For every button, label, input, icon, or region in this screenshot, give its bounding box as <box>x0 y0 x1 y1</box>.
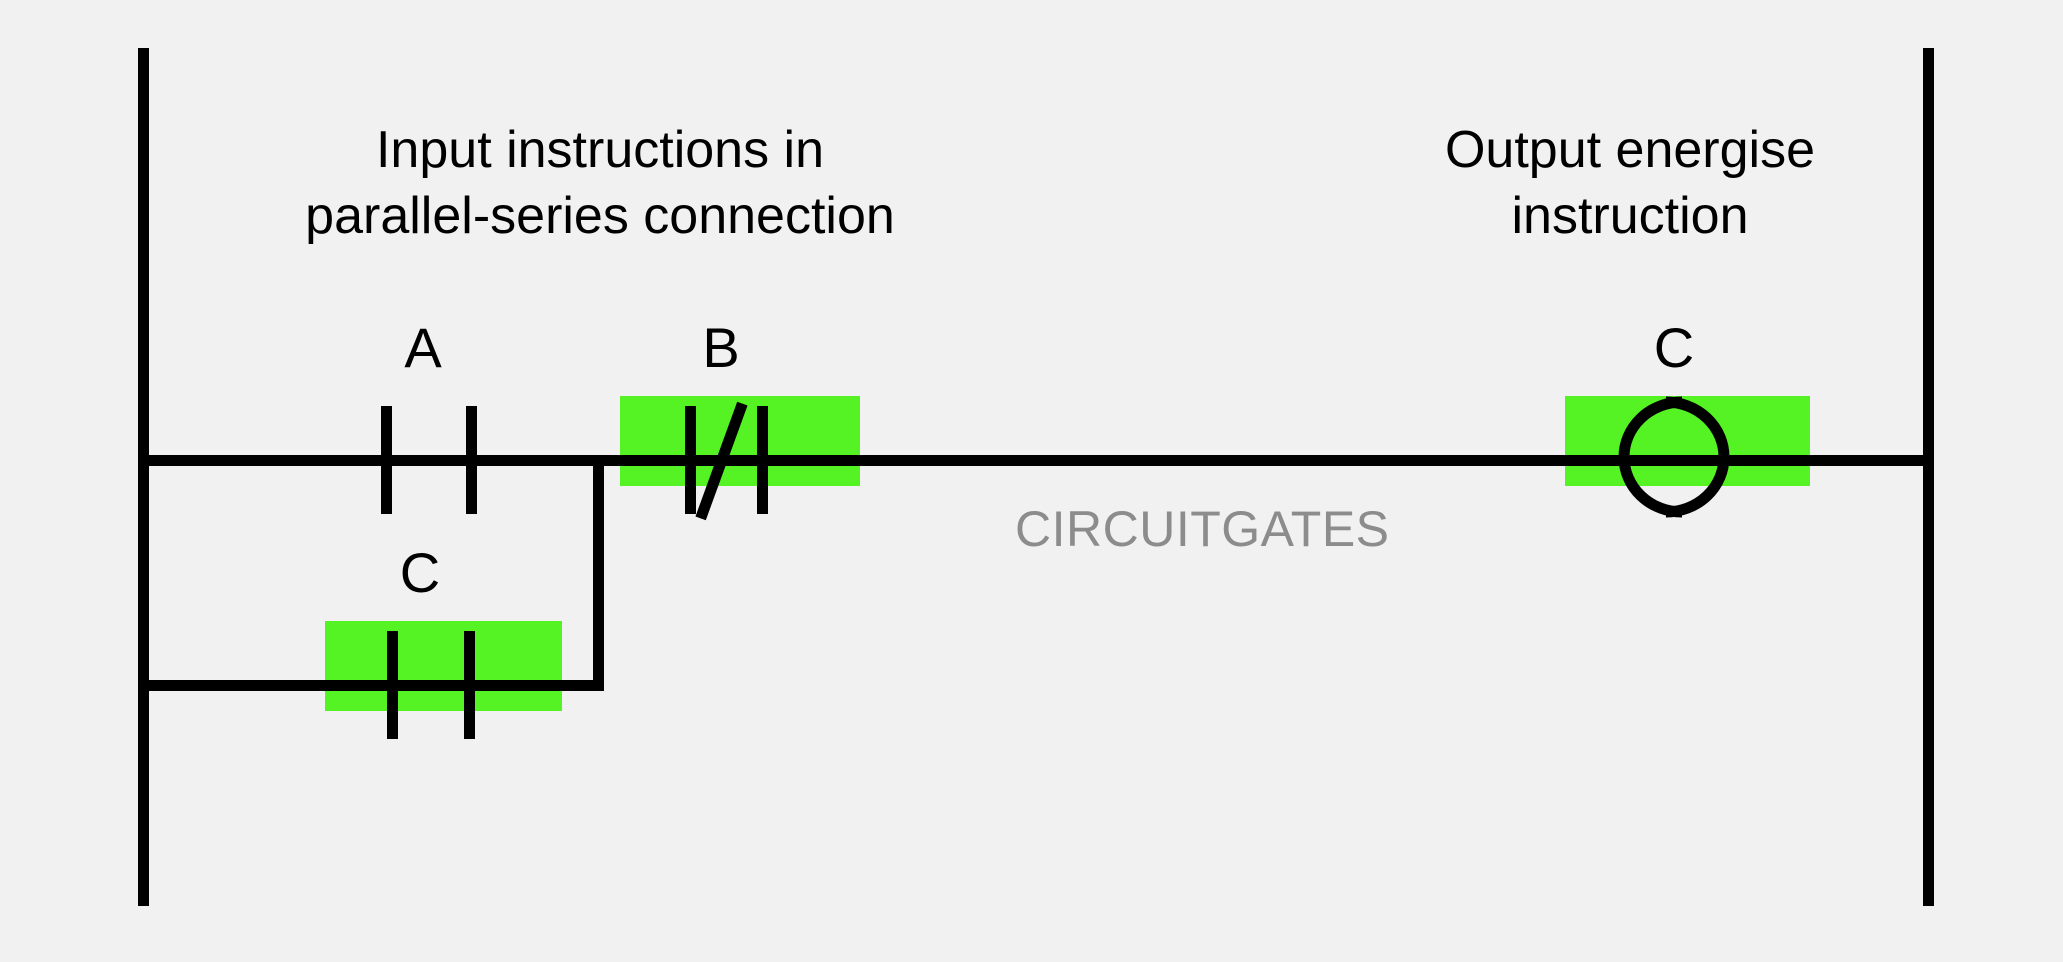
contact-a-right-bar <box>466 406 477 514</box>
contact-a-tag-label: A <box>404 316 442 379</box>
contact-c-right-bar <box>464 631 475 739</box>
coil-c-symbol[interactable] <box>1604 396 1744 518</box>
coil-c-arcs <box>1618 396 1730 518</box>
main-rung-wire <box>138 455 1934 466</box>
contact-b-tag-label: B <box>702 316 740 379</box>
left-power-rail <box>138 48 149 906</box>
right-power-rail <box>1923 48 1934 906</box>
output-caption-line2: instruction <box>1511 187 1749 245</box>
contact-c-left-bar <box>387 631 398 739</box>
branch-vertical-connector <box>593 455 604 691</box>
output-caption-line1: Output energise <box>1444 121 1816 179</box>
contact-c-tag-label: C <box>399 541 441 604</box>
circuitgates-watermark: CIRCUITGATES <box>1015 501 1390 557</box>
contact-a-left-bar <box>381 406 392 514</box>
highlight-band-contact-c <box>325 621 562 711</box>
input-caption-line2: parallel-series connection <box>305 187 895 245</box>
contact-b-right-bar <box>757 406 768 514</box>
input-caption-line1: Input instructions in <box>375 121 825 179</box>
parallel-branch-wire <box>138 680 604 691</box>
coil-c-tag-label: C <box>1653 316 1695 379</box>
contact-b-left-bar <box>685 406 696 514</box>
